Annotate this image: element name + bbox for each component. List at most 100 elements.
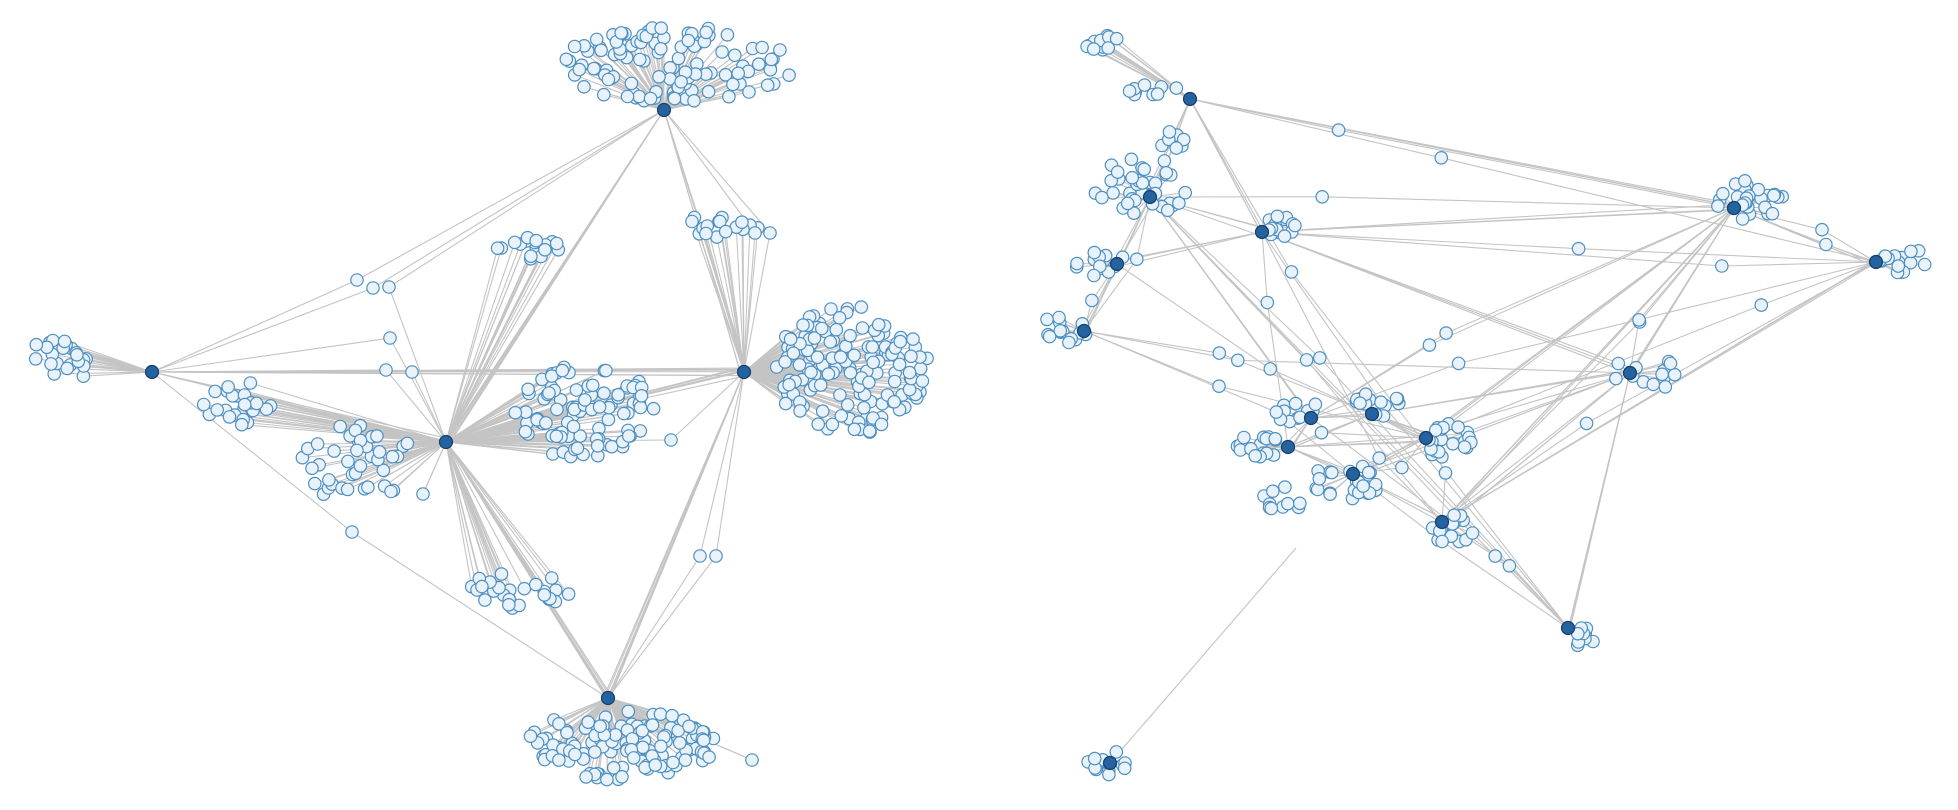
- hub-node: [1254, 224, 1270, 240]
- bridge-edge: [743, 232, 771, 373]
- leaf-node: [501, 597, 516, 612]
- bridge-edge: [1122, 196, 1151, 258]
- hub-link-edge: [1423, 207, 1735, 440]
- leaf-node: [572, 62, 587, 77]
- leaf-node: [726, 77, 740, 92]
- bridge-node: [748, 226, 762, 240]
- leaf-node: [376, 463, 391, 478]
- leaf-node: [385, 449, 400, 464]
- leaf-node: [1738, 174, 1752, 188]
- leaf-node: [507, 235, 522, 250]
- leaf-node: [825, 417, 840, 432]
- cluster-edge: [445, 247, 502, 443]
- leaf-node: [764, 52, 779, 67]
- leaf-node: [902, 365, 917, 380]
- leaf-node: [259, 402, 274, 416]
- leaf-node: [1172, 196, 1186, 210]
- leaf-node: [1162, 125, 1177, 139]
- left-network-graph: [28, 21, 934, 787]
- bridge-node: [1488, 549, 1502, 563]
- cluster-edge: [725, 231, 745, 373]
- hub-link-edge: [1630, 207, 1735, 373]
- leaf-node: [592, 400, 607, 414]
- leaf-node: [1150, 87, 1165, 101]
- hub-link-edge: [1261, 231, 1634, 373]
- bridge-node: [1439, 326, 1453, 340]
- leaf-node: [60, 361, 74, 376]
- hub-link-edge: [1287, 440, 1429, 448]
- right-hub-nodes: [1076, 91, 1884, 771]
- leaf-node: [549, 236, 564, 251]
- leaf-node: [1312, 471, 1327, 486]
- bridge-edge: [1261, 231, 1722, 267]
- hub-node: [1102, 755, 1118, 771]
- leaf-node: [593, 719, 607, 733]
- leaf-node: [569, 383, 584, 397]
- bridge-node: [1085, 293, 1099, 308]
- bridge-edge: [1441, 472, 1447, 523]
- leaf-node: [568, 747, 582, 762]
- leaf-node: [521, 382, 535, 397]
- leaf-node: [643, 91, 658, 106]
- leaf-node: [537, 588, 552, 602]
- leaf-node: [600, 772, 614, 787]
- leaf-node: [862, 375, 876, 390]
- bridge-node: [1260, 295, 1275, 310]
- bridge-edge: [1638, 207, 1735, 321]
- hub-node: [1418, 430, 1434, 446]
- leaf-node: [1446, 436, 1460, 451]
- leaf-node: [528, 577, 543, 592]
- cluster-edge: [735, 227, 745, 373]
- bridge-edge: [151, 279, 358, 373]
- cluster-edge: [317, 441, 447, 445]
- bridge-node: [1299, 353, 1314, 367]
- leaf-node: [621, 704, 636, 719]
- leaf-node: [1117, 761, 1132, 776]
- left-leaf-nodes: [28, 21, 934, 787]
- bridge-node: [1315, 190, 1329, 204]
- bridge-edge: [1237, 359, 1631, 374]
- leaf-node: [552, 716, 566, 731]
- leaf-node: [1124, 152, 1139, 167]
- leaf-node: [549, 429, 564, 444]
- bridge-node: [1212, 379, 1226, 393]
- leaf-node: [518, 424, 533, 439]
- leaf-node: [634, 388, 649, 403]
- leaf-node: [685, 214, 699, 229]
- leaf-node: [243, 376, 258, 390]
- leaf-node: [1087, 245, 1102, 260]
- leaf-node: [865, 340, 880, 354]
- cluster-edge: [693, 217, 745, 373]
- bridge-edge: [1761, 261, 1877, 306]
- bridge-node: [1212, 346, 1227, 360]
- leaf-node: [1751, 182, 1766, 197]
- leaf-node: [1277, 229, 1292, 243]
- leaf-node: [674, 75, 688, 89]
- leaf-node: [1611, 356, 1626, 371]
- bridge-node: [1502, 558, 1517, 573]
- leaf-node: [29, 337, 44, 352]
- leaf-node: [1101, 41, 1115, 55]
- leaf-node: [350, 443, 364, 458]
- leaf-node: [624, 76, 639, 91]
- leaf-node: [307, 476, 322, 491]
- hub-link-edge: [1442, 372, 1631, 521]
- bridge-node: [1815, 222, 1829, 237]
- hub-link-edge: [1149, 196, 1314, 421]
- leaf-node: [542, 386, 556, 400]
- leaf-node: [585, 378, 600, 393]
- bridge-node: [1819, 237, 1833, 252]
- cluster-edge: [445, 242, 516, 443]
- bridge-node: [383, 331, 397, 345]
- leaf-node: [1767, 188, 1781, 203]
- hub-node: [1280, 439, 1296, 455]
- cluster-edge: [445, 240, 537, 443]
- leaf-node: [678, 753, 693, 767]
- bridge-node: [1372, 451, 1386, 465]
- leaf-node: [1070, 256, 1084, 271]
- leaf-node: [587, 745, 602, 759]
- hub-node: [1560, 620, 1576, 636]
- leaf-node: [601, 412, 616, 427]
- cluster-edge: [445, 243, 558, 443]
- bridge-node: [763, 226, 777, 240]
